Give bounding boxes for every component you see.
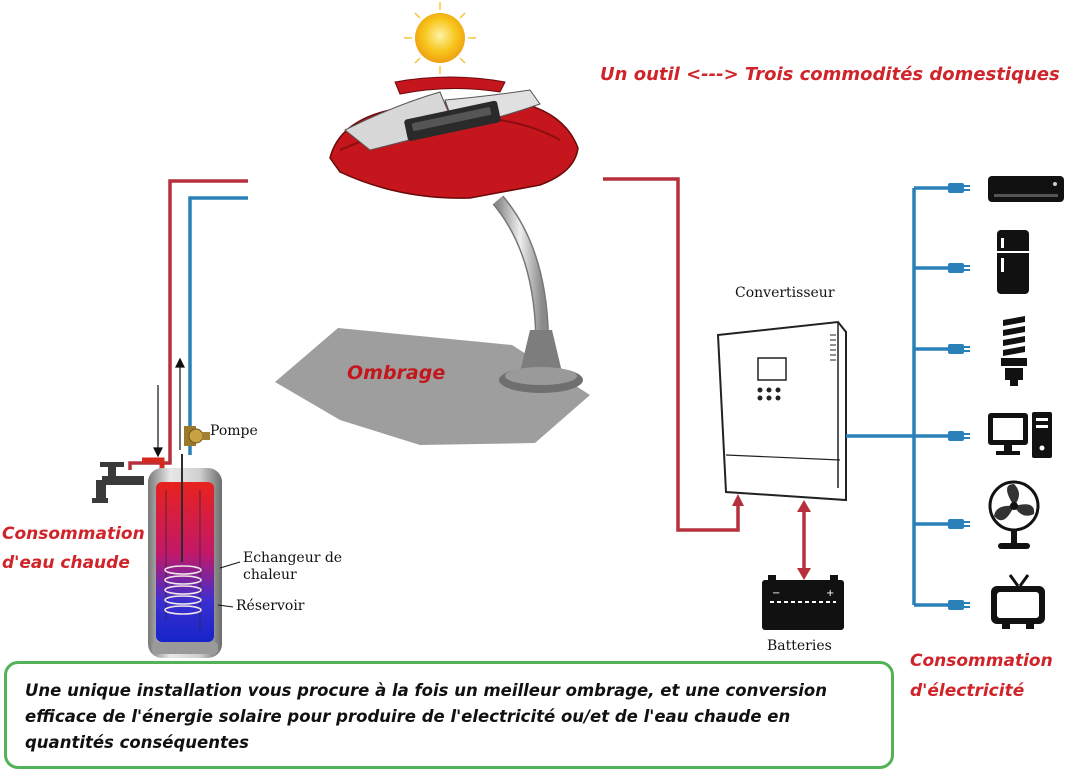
shade-area [275,328,590,445]
solar-collector-icon [329,76,579,199]
faucet-icon [92,462,144,503]
distribution-lines [846,186,950,607]
tv-icon [991,574,1045,629]
batteries-label: Batteries [767,638,832,654]
converter-icon [716,320,847,502]
sun-icon [404,2,476,74]
pump-label: Pompe [210,423,258,439]
electricity-consumption-label: Consommation d'électricité [910,651,1053,701]
fan-icon [988,480,1040,549]
refrigerator-icon [997,230,1029,294]
ombrage-label: Ombrage [347,362,446,384]
plug-icons [948,183,970,610]
reservoir-label: Réservoir [236,598,305,614]
summary-text: Une unique installation vous procure à l… [25,681,828,752]
computer-icon [988,412,1052,458]
battery-icon: − + [762,575,844,630]
air-conditioner-icon [988,176,1064,202]
heat-exchanger-label: Echangeur de chaleur [243,550,343,583]
pump-icon [184,426,210,446]
water-tank-icon [148,454,241,658]
collector-stand [492,195,583,393]
svg-text:−: − [772,588,780,599]
hot-water-pipe [128,179,248,470]
header-tagline: Un outil <---> Trois commodités domestiq… [600,64,1060,85]
battery-link-arrow [797,500,811,580]
svg-text:+: + [826,588,834,599]
cold-water-pipe [188,196,248,455]
flow-arrows [153,357,185,458]
summary-box: Une unique installation vous procure à l… [4,661,894,769]
hot-water-consumption-label: Consommation d'eau chaude [2,524,145,573]
power-line [603,177,740,532]
lightbulb-icon [1001,316,1027,386]
converter-label: Convertisseur [735,285,835,301]
